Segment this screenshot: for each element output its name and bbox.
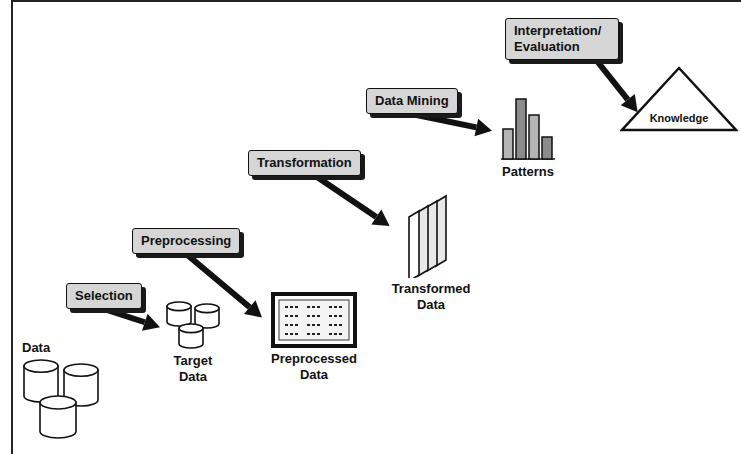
table-row [285,306,299,308]
step-label: Preprocessing [141,233,231,249]
data-icon [22,358,102,440]
bars-icon [500,95,556,161]
cylinder-top [24,360,58,372]
arrow-shaft [596,60,628,100]
table-row [285,315,299,317]
process-box: Selection [66,283,142,309]
data-pages: Transformed Data [385,192,477,313]
table-frame [273,294,355,346]
cylinder-top [179,324,203,333]
table-row [307,306,321,308]
target-icon [165,300,221,350]
item-label: Knowledge [620,110,738,126]
data-store: Data [22,340,117,440]
knowledge-triangle: Knowledge [620,66,738,132]
cylinder-top [64,364,98,376]
table-row [285,333,299,335]
data-page [409,211,419,278]
chart-bar [542,137,552,159]
step-label: Data Mining [375,93,449,109]
item-label: Data [22,340,50,356]
table-row [329,306,343,308]
table-row [329,315,343,317]
step-label: Transformation [257,155,352,171]
table-inner [279,300,349,340]
table-row [307,315,321,317]
data-table: Preprocessed Data [262,292,366,383]
flow-arrow [412,114,492,136]
arrow-head [621,94,638,112]
arrow-shaft [104,309,145,322]
cylinder-top [167,302,191,311]
table-row [285,324,299,326]
process-box: Data Mining [366,88,458,114]
frame-line [12,0,741,2]
table-row [329,333,343,335]
chart-bar [516,99,526,159]
arrow-shaft [186,254,250,307]
cylinder-top [195,304,219,313]
step-label: Selection [75,288,133,304]
flow-arrow [316,176,390,226]
item-label: Patterns [502,164,554,180]
table-row [329,324,343,326]
arrow-head [142,314,160,331]
arrow-head [371,209,389,225]
window-icon [271,292,357,348]
chart-bar [529,115,539,159]
arrow-shaft [412,114,477,127]
chart-bar [503,129,513,159]
process-box: Interpretation/ Evaluation [505,18,619,60]
pages-icon [403,192,459,278]
process-box: Transformation [248,150,361,176]
arrow-head [244,300,262,317]
arrow-shaft [316,176,377,217]
flow-arrow [186,254,262,317]
item-label: Transformed Data [385,281,477,313]
flow-arrow [104,309,160,331]
step-label: Interpretation/ Evaluation [514,23,610,55]
pattern-chart: Patterns [492,95,564,180]
table-row [307,324,321,326]
item-label: Target Data [160,353,226,385]
data-store: Target Data [160,300,226,385]
table-row [307,333,321,335]
flow-arrow [596,60,638,112]
arrow-head [475,119,492,137]
frame-line [11,0,13,454]
item-label: Preprocessed Data [262,351,366,383]
cylinder-top [40,396,76,409]
process-box: Preprocessing [132,228,240,254]
